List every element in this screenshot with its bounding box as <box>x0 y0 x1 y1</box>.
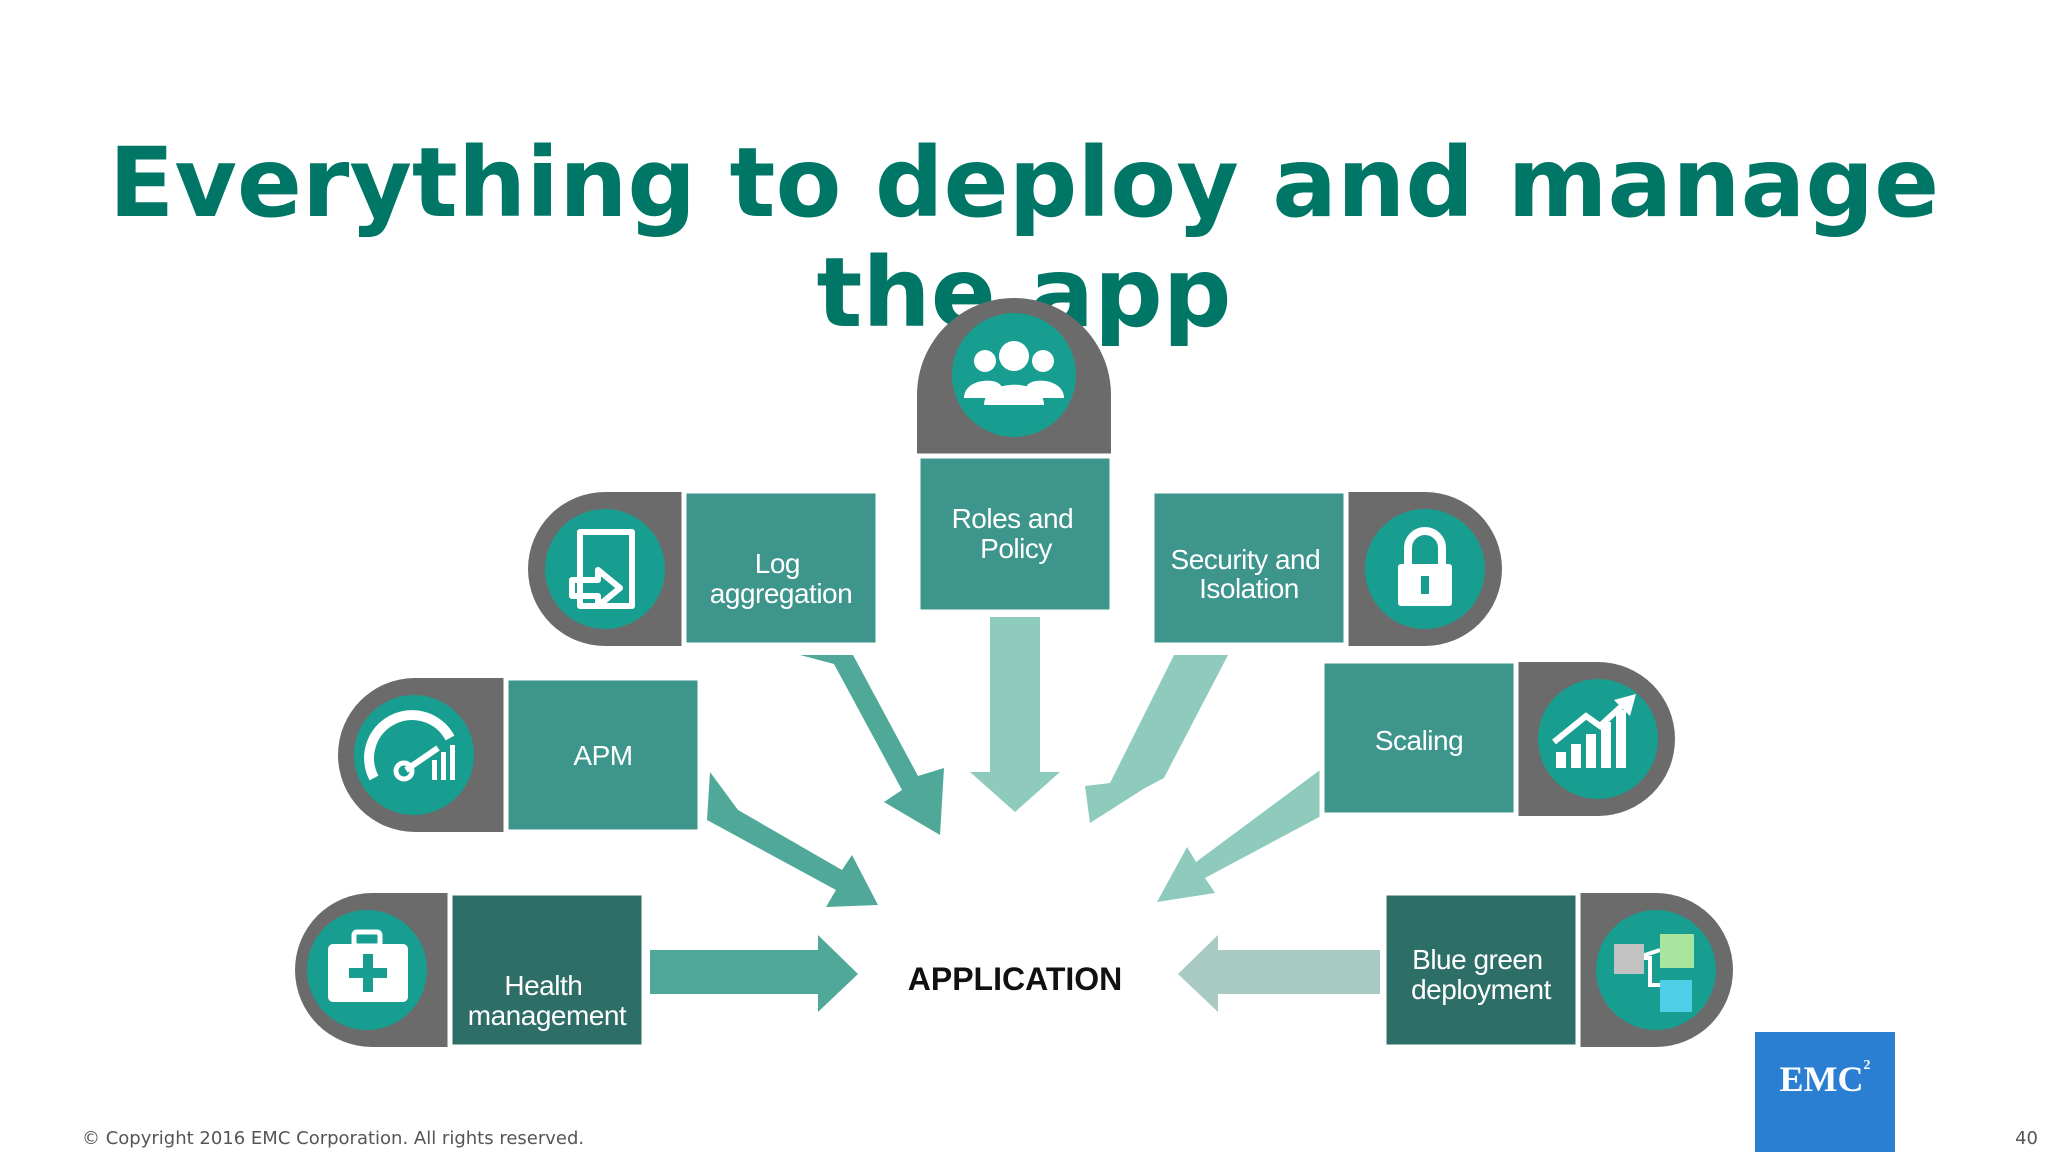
node-scaling: Scaling <box>1319 658 1675 818</box>
bluegreen-label: Blue green deployment <box>1411 944 1551 1005</box>
application-label: APPLICATION <box>908 961 1123 997</box>
apm-box <box>503 675 703 835</box>
roles-icon-circle <box>952 313 1076 437</box>
node-log-aggregation: Log aggregation <box>528 488 881 648</box>
arrow-scaling <box>1157 770 1323 902</box>
padlock-icon <box>1398 527 1452 606</box>
node-blue-green-deployment: Blue green deployment <box>1381 890 1733 1050</box>
scaling-label: Scaling <box>1375 725 1463 756</box>
security-label-line-2: Isolation <box>1199 573 1299 604</box>
arrow-log <box>800 655 944 835</box>
security-box <box>1149 488 1349 648</box>
arrow-security <box>1085 655 1228 823</box>
node-roles-policy: Roles and Policy <box>915 298 1115 615</box>
arrow-roles <box>970 617 1060 812</box>
slide-title-line-1: Everything to deploy and manage <box>108 127 1940 239</box>
node-health-management: Health management <box>295 890 647 1050</box>
arrow-bluegreen <box>1178 935 1380 1012</box>
roles-box <box>915 453 1115 615</box>
security-label: Security and Isolation <box>1171 544 1328 604</box>
arrow-apm <box>707 772 878 907</box>
health-label-line-1: Health <box>504 970 582 1001</box>
footer-copyright: © Copyright 2016 EMC Corporation. All ri… <box>82 1128 585 1149</box>
emc-logo-superscript: 2 <box>1863 1058 1871 1073</box>
bluegreen-box <box>1381 890 1581 1050</box>
log-icon-circle <box>545 509 665 629</box>
emc-logo-word: EMC <box>1779 1059 1864 1099</box>
health-box <box>447 890 647 1050</box>
bluegreen-label-line-1: Blue green <box>1412 944 1542 975</box>
emc-logo: EMC2 <box>1755 1032 1895 1152</box>
arrows <box>650 617 1380 1012</box>
users-icon <box>964 341 1064 405</box>
file-import-icon <box>569 529 635 609</box>
emc-logo-text: EMC2 <box>1755 1058 1895 1100</box>
blocks-icon <box>1614 934 1694 1012</box>
health-label-line-2: management <box>468 1000 627 1031</box>
log-label-line-1: Log <box>755 548 800 579</box>
log-box <box>681 488 881 648</box>
roles-label-line-2: Policy <box>980 533 1052 564</box>
growth-chart-icon <box>1552 694 1636 768</box>
apm-label: APM <box>573 740 632 771</box>
log-label: Log aggregation <box>710 548 852 609</box>
roles-label: Roles and Policy <box>952 503 1081 564</box>
first-aid-kit-icon <box>328 929 408 1002</box>
node-security-isolation: Security and Isolation <box>1149 488 1502 648</box>
health-label: Health management <box>468 970 627 1031</box>
gauge-icon <box>364 710 455 782</box>
page-number: 40 <box>2015 1128 2038 1149</box>
log-label-line-2: aggregation <box>710 578 852 609</box>
bluegreen-label-line-2: deployment <box>1411 974 1551 1005</box>
node-apm: APM <box>338 675 703 835</box>
security-label-line-1: Security and <box>1171 544 1321 575</box>
slide-title: Everything to deploy and manage the app <box>0 128 2048 348</box>
scaling-box <box>1319 658 1519 818</box>
arrow-health <box>650 935 858 1012</box>
roles-label-line-1: Roles and <box>952 503 1074 534</box>
